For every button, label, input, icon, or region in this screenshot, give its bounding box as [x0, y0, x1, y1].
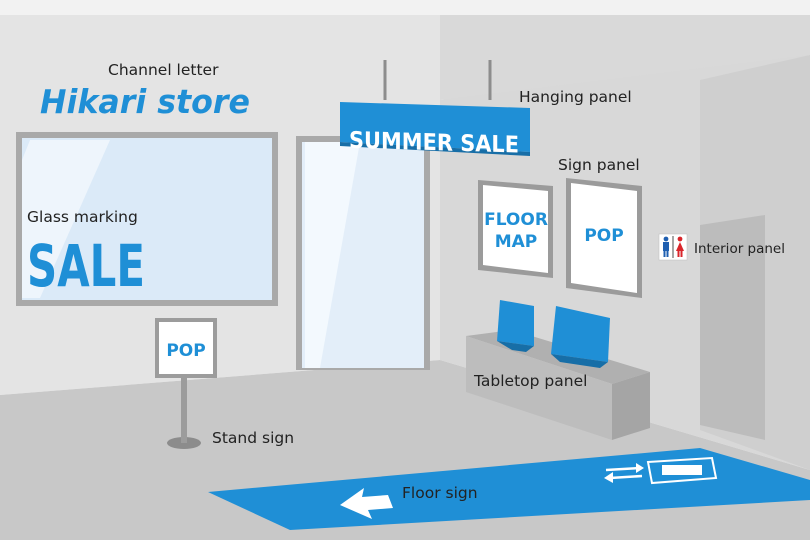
- tabletop-panel-right: [551, 306, 610, 368]
- floor-map-line1: FLOOR: [484, 210, 548, 230]
- counter-side: [612, 372, 650, 440]
- restroom-icon: [658, 233, 688, 261]
- counter-front: [466, 336, 612, 440]
- label-hanging-panel: Hanging panel: [519, 88, 632, 106]
- interior-doorway: [700, 215, 765, 440]
- floor-map-line2: MAP: [495, 232, 538, 252]
- channel-letter-sign: Hikari store: [40, 82, 250, 121]
- stand-sign-text: POP: [166, 341, 205, 361]
- hanging-panel: [340, 102, 530, 152]
- hanging-panel-text: SUMMER SALE: [349, 128, 519, 159]
- label-tabletop-panel: Tabletop panel: [473, 372, 587, 390]
- ceiling-right: [440, 15, 810, 100]
- glass-marking-sale: SALE: [27, 232, 145, 300]
- hanging-panel-edge: [340, 142, 530, 156]
- stand-sign: POP: [155, 318, 217, 449]
- glass-reflection: [22, 140, 110, 298]
- direction-sign-icon: [604, 456, 718, 485]
- pop-panel-text: POP: [584, 226, 623, 246]
- sign-panel-pop: POP: [566, 178, 642, 298]
- label-stand-sign: Stand sign: [212, 429, 294, 447]
- label-glass-marking: Glass marking: [27, 208, 138, 226]
- label-interior-panel: Interior panel: [694, 241, 785, 257]
- door-reflection: [305, 142, 360, 368]
- label-channel-letter: Channel letter: [108, 61, 219, 79]
- label-sign-panel: Sign panel: [558, 156, 640, 174]
- label-floor-sign: Floor sign: [402, 484, 478, 502]
- left-arrow-icon: [340, 488, 393, 519]
- sign-panel-floor-map: FLOOR MAP: [478, 180, 553, 278]
- tabletop-panel-left: [497, 300, 534, 352]
- ceiling: [0, 0, 810, 15]
